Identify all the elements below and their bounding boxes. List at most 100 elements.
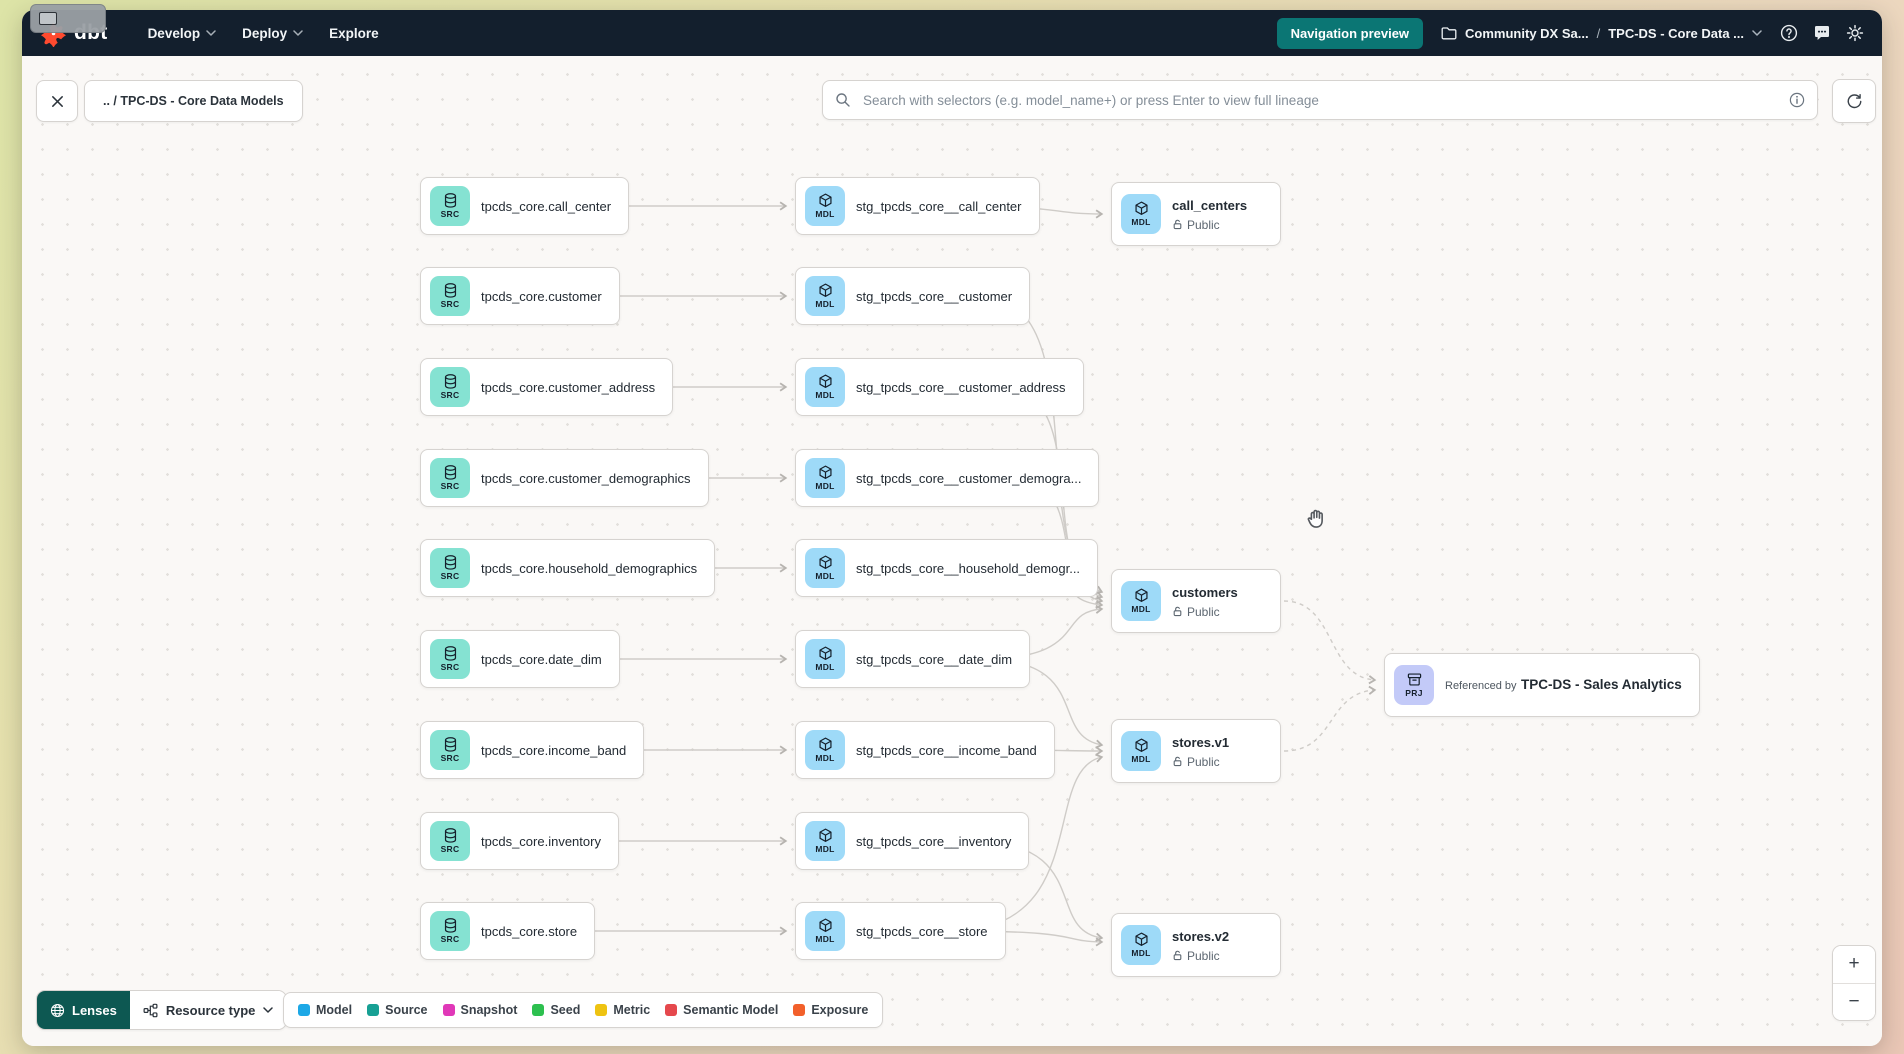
lenses-button[interactable]: Lenses — [37, 991, 130, 1029]
access-badge: Public — [1187, 604, 1220, 619]
view-controls: Lenses Resource type — [36, 990, 288, 1030]
lock-open-icon — [1172, 219, 1183, 230]
cube-icon — [818, 374, 833, 389]
access-badge: Public — [1187, 948, 1220, 963]
lineage-node-model[interactable]: MDL stg_tpcds_core__household_demogr... — [795, 539, 1099, 597]
refresh-lineage-button[interactable] — [1832, 79, 1876, 123]
legend-swatch — [442, 1004, 455, 1016]
nav-item-develop[interactable]: Develop — [148, 26, 217, 41]
lineage-node-source[interactable]: SRC tpcds_core.customer — [420, 267, 620, 325]
settings-gear-icon[interactable] — [1846, 24, 1864, 42]
cube-icon — [818, 193, 833, 208]
zoom-out-button[interactable]: − — [1833, 983, 1875, 1020]
cube-icon — [818, 646, 833, 661]
info-icon[interactable] — [1789, 92, 1805, 108]
database-icon — [443, 283, 458, 298]
cube-icon — [818, 283, 833, 298]
lock-open-icon — [1172, 950, 1183, 961]
chevron-down-icon[interactable] — [1752, 30, 1762, 36]
lineage-node-model[interactable]: MDL stg_tpcds_core__date_dim — [795, 630, 1031, 688]
chevron-down-icon — [293, 30, 303, 36]
search-icon — [835, 92, 851, 108]
legend-swatch — [665, 1004, 678, 1016]
source-icon: SRC — [430, 911, 470, 951]
feedback-icon[interactable] — [1813, 24, 1831, 42]
legend-item-exposure: Exposure — [793, 1003, 868, 1017]
nav-item-deploy[interactable]: Deploy — [242, 26, 303, 41]
lineage-node-model[interactable]: MDL stg_tpcds_core__customer_demogra... — [795, 449, 1100, 507]
lineage-node-model[interactable]: MDL stg_tpcds_core__income_band — [795, 721, 1055, 779]
cube-icon — [818, 555, 833, 570]
project-icon: PRJ — [1394, 665, 1434, 705]
lineage-node-model[interactable]: MDL stg_tpcds_core__inventory — [795, 812, 1030, 870]
cube-icon — [818, 737, 833, 752]
close-lineage-button[interactable] — [36, 80, 78, 122]
resource-type-legend: Model Source Snapshot Seed Metric Semant… — [283, 992, 884, 1028]
database-icon — [443, 374, 458, 389]
lineage-node-public-model[interactable]: MDL customers Public — [1111, 569, 1281, 633]
access-badge: Public — [1187, 754, 1220, 769]
source-icon: SRC — [430, 276, 470, 316]
model-icon: MDL — [805, 821, 845, 861]
source-icon: SRC — [430, 367, 470, 407]
search-input[interactable] — [861, 91, 1779, 109]
lineage-node-source[interactable]: SRC tpcds_core.customer_demographics — [420, 449, 709, 507]
lineage-node-model[interactable]: MDL stg_tpcds_core__call_center — [795, 177, 1040, 235]
model-icon: MDL — [805, 730, 845, 770]
lineage-node-source[interactable]: SRC tpcds_core.call_center — [420, 177, 630, 235]
lineage-node-source[interactable]: SRC tpcds_core.date_dim — [420, 630, 620, 688]
lineage-node-public-model[interactable]: MDL call_centers Public — [1111, 182, 1281, 246]
lineage-node-public-model[interactable]: MDL stores.v2 Public — [1111, 913, 1281, 977]
cube-icon — [1134, 201, 1149, 216]
source-icon: SRC — [430, 458, 470, 498]
cube-icon — [1134, 588, 1149, 603]
monitor-icon — [39, 12, 57, 25]
model-icon: MDL — [1121, 581, 1161, 621]
zoom-in-button[interactable]: + — [1833, 946, 1875, 984]
zoom-controls: + − — [1832, 945, 1876, 1021]
cube-icon — [818, 828, 833, 843]
lineage-node-model[interactable]: MDL stg_tpcds_core__customer — [795, 267, 1031, 325]
refresh-icon — [1846, 93, 1863, 110]
model-icon: MDL — [805, 367, 845, 407]
close-icon — [50, 94, 65, 109]
lineage-node-source[interactable]: SRC tpcds_core.store — [420, 902, 596, 960]
lineage-node-model[interactable]: MDL stg_tpcds_core__store — [795, 902, 1006, 960]
lineage-node-source[interactable]: SRC tpcds_core.income_band — [420, 721, 645, 779]
breadcrumb-page[interactable]: TPC-DS - Core Data ... — [1608, 25, 1744, 41]
legend-swatch — [298, 1004, 310, 1016]
legend-item-source: Source — [367, 1003, 428, 1017]
lock-open-icon — [1172, 606, 1183, 617]
legend-item-snapshot: Snapshot — [442, 1003, 517, 1017]
model-icon: MDL — [805, 548, 845, 588]
navigation-preview-button[interactable]: Navigation preview — [1276, 17, 1424, 49]
archive-box-icon — [1407, 672, 1422, 687]
lock-open-icon — [1172, 756, 1183, 767]
cube-icon — [1134, 738, 1149, 753]
screen-share-indicator — [30, 4, 106, 33]
lineage-node-public-model[interactable]: MDL stores.v1 Public — [1111, 719, 1281, 783]
lineage-scope-chip[interactable]: .. / TPC-DS - Core Data Models — [84, 80, 303, 122]
top-navbar: dbt Develop Deploy Explore Navigation pr… — [22, 10, 1882, 56]
lineage-node-source[interactable]: SRC tpcds_core.household_demographics — [420, 539, 716, 597]
lineage-node-source[interactable]: SRC tpcds_core.customer_address — [420, 358, 674, 416]
help-icon[interactable] — [1780, 24, 1798, 42]
chevron-down-icon — [206, 30, 216, 36]
resource-type-dropdown[interactable]: Resource type — [129, 991, 287, 1029]
database-icon — [443, 465, 458, 480]
legend-item-seed: Seed — [532, 1003, 580, 1017]
lenses-icon — [50, 1003, 65, 1018]
resource-type-icon — [143, 1003, 158, 1018]
lineage-search — [822, 80, 1818, 120]
lineage-node-source[interactable]: SRC tpcds_core.inventory — [420, 812, 619, 870]
lineage-node-model[interactable]: MDL stg_tpcds_core__customer_address — [795, 358, 1084, 416]
referenced-by-caption: Referenced by — [1445, 680, 1517, 692]
lineage-node-project-ref[interactable]: PRJ Referenced by TPC-DS - Sales Analyti… — [1384, 653, 1700, 717]
access-badge: Public — [1187, 217, 1220, 232]
breadcrumb-project[interactable]: Community DX Sa... — [1465, 25, 1589, 41]
legend-item-semantic-model: Semantic Model — [665, 1003, 778, 1017]
chevron-down-icon — [263, 1007, 273, 1013]
nav-item-explore[interactable]: Explore — [329, 25, 379, 41]
model-icon: MDL — [805, 458, 845, 498]
